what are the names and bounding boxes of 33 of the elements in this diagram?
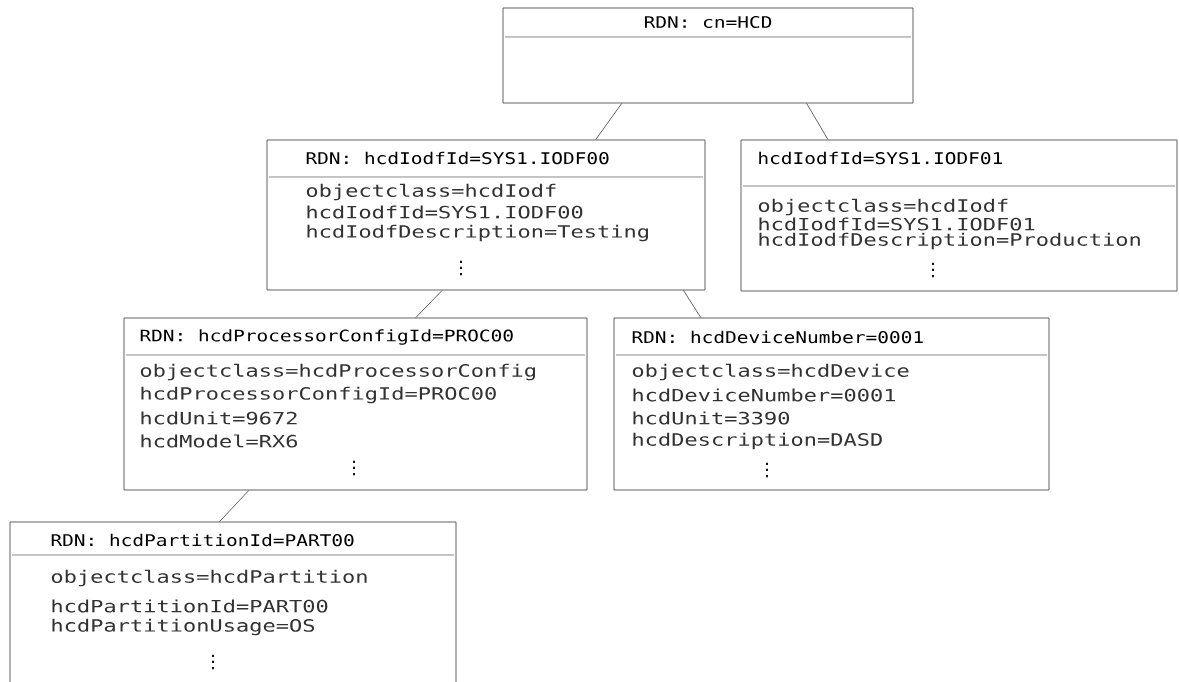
- attribute-text: objectclass=hcdProcessorConfig: [140, 363, 535, 381]
- attribute-text: hcdModel=RX6: [141, 434, 298, 448]
- attribute-text: hcdDescription=DASD: [633, 432, 882, 450]
- connector-line: [683, 290, 702, 318]
- connector-line: [415, 290, 443, 318]
- ellipsis: ⋮: [212, 654, 214, 670]
- connector-line: [595, 103, 623, 140]
- attribute-text: hcdPartitionUsage=OS: [52, 618, 315, 636]
- attribute-text: hcdUnit=9672: [141, 411, 297, 425]
- attribute-text: objectclass=hcdIodf: [758, 198, 1008, 216]
- attribute-text: hcdUnit=3390: [633, 411, 790, 425]
- record-heading: hcdIodfId=SYS1.IODF01: [759, 151, 1002, 165]
- attribute-text: hcdPartitionId=PART00: [52, 599, 328, 613]
- attribute-text: hcdDeviceNumber=0001: [633, 388, 895, 402]
- connector-line: [219, 490, 250, 522]
- record-heading: RDN: hcdProcessorConfigId=PROC00: [140, 329, 513, 345]
- record-heading: RDN: hcdIodfId=SYS1.IODF00: [306, 151, 609, 165]
- attribute-text: hcdProcessorConfigId=PROC00: [141, 386, 496, 404]
- attribute-text: hcdIodfDescription=Production: [759, 232, 1140, 250]
- attribute-text: hcdIodfId=SYS1.IODF01: [759, 217, 1035, 231]
- record-heading: RDN: cn=HCD: [644, 15, 772, 28]
- connector-line: [806, 103, 829, 140]
- ellipsis: ⋮: [460, 260, 462, 276]
- attribute-text: hcdIodfDescription=Testing: [307, 224, 648, 242]
- ellipsis: ⋮: [766, 462, 768, 478]
- ellipsis: ⋮: [932, 262, 934, 278]
- record-heading: RDN: hcdDeviceNumber=0001: [632, 330, 923, 344]
- attribute-text: hcdIodfId=SYS1.IODF00: [307, 205, 583, 219]
- ellipsis: ⋮: [353, 460, 355, 476]
- attribute-text: objectclass=hcdPartition: [51, 569, 367, 587]
- attribute-text: objectclass=hcdDevice: [632, 363, 909, 381]
- attribute-text: objectclass=hcdIodf: [306, 183, 556, 201]
- record-heading: RDN: hcdPartitionId=PART00: [51, 533, 354, 547]
